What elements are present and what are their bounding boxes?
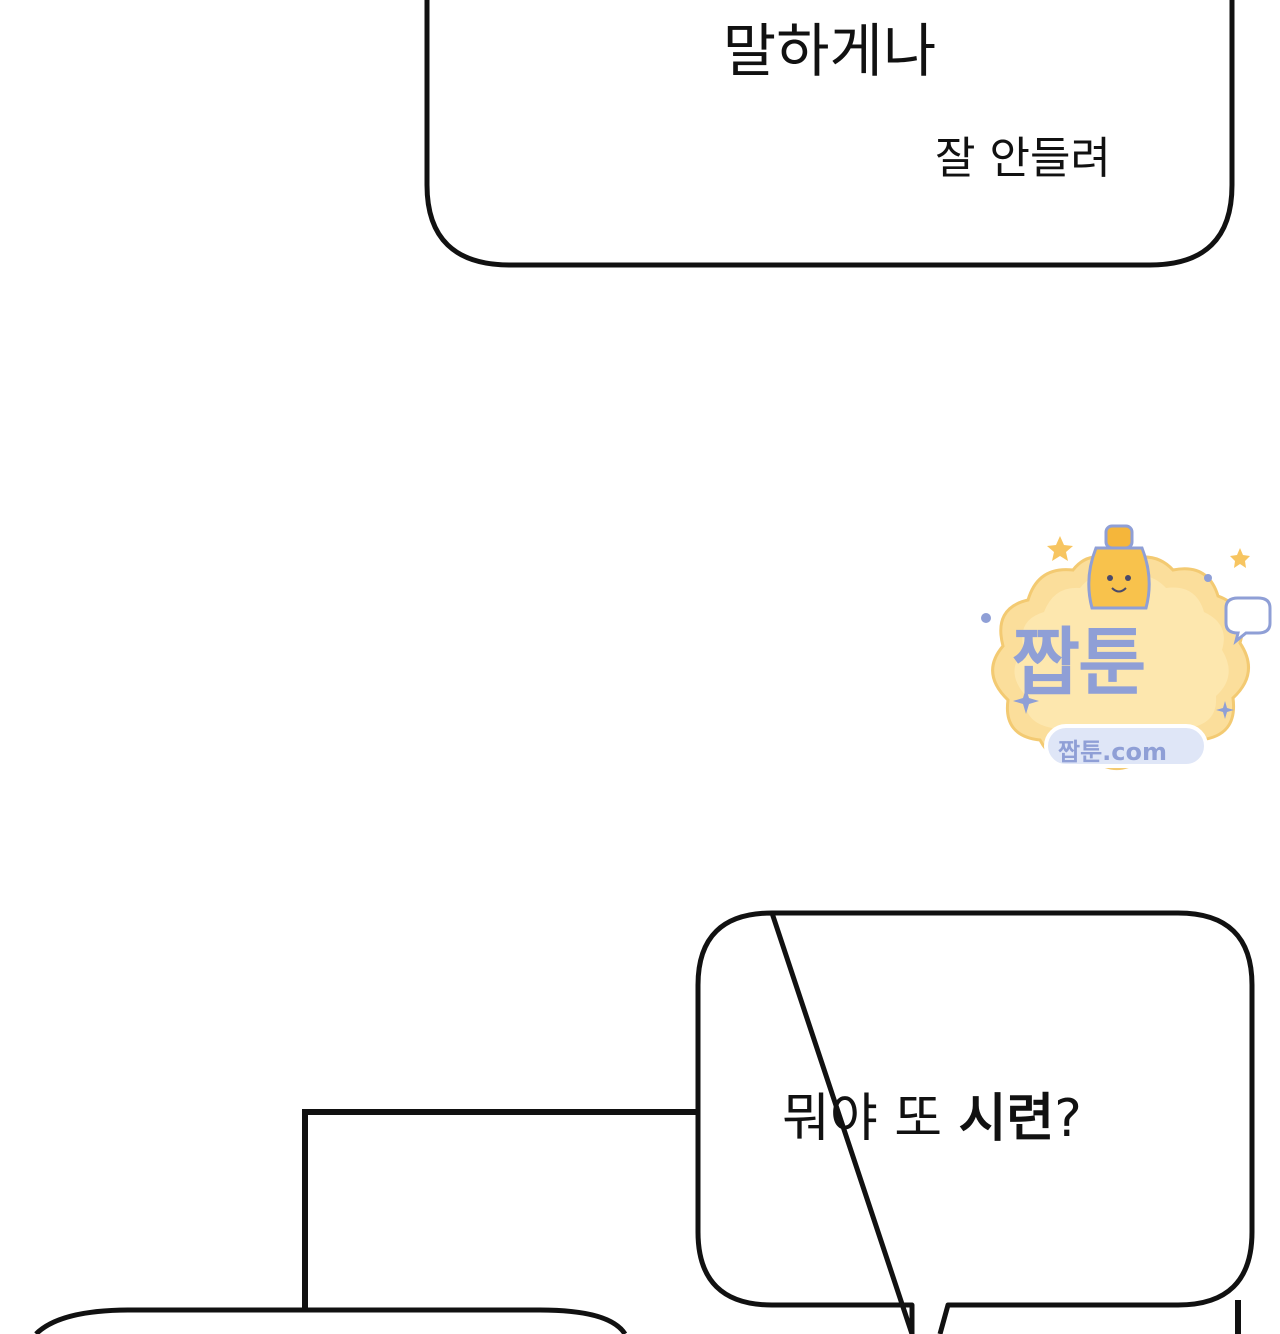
- logo-url: 짭툰.com: [1058, 738, 1167, 766]
- bubble-top-line1: 말하게나: [722, 17, 937, 85]
- bubble-bottom-text-bold: 시련: [958, 1089, 1055, 1149]
- watermark-logo: 짭툰 짭툰.com: [968, 508, 1278, 808]
- logo-title: 짭툰: [1012, 620, 1146, 706]
- bubble-bottom-text-end: ?: [1054, 1089, 1082, 1149]
- bubble-bottom-text: 뭐야 또 시련?: [782, 1093, 1082, 1145]
- bubble-bottom-text-normal: 뭐야 또: [782, 1089, 959, 1149]
- bubble-top-line2: 잘 안들려: [935, 133, 1111, 184]
- logo-badge-shape: [981, 524, 1272, 770]
